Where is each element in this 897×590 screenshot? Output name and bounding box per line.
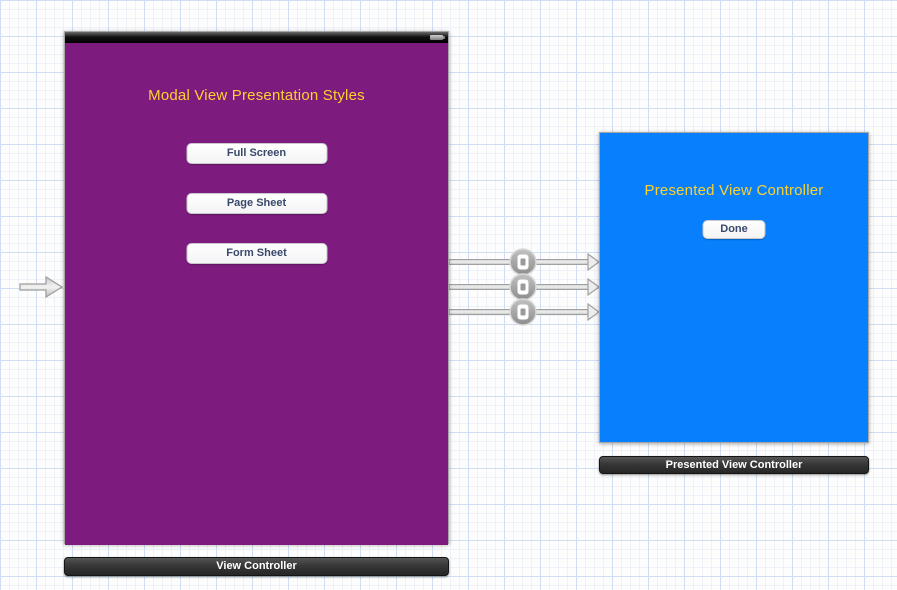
presented-scene-title-label[interactable]: Presented View Controller <box>644 182 824 199</box>
modal-segue-icon[interactable] <box>509 298 537 326</box>
presented-view-controller-dock-label[interactable]: Presented View Controller <box>599 456 869 474</box>
segue-modal-page-sheet[interactable] <box>448 273 601 301</box>
view-controller-dock-label[interactable]: View Controller <box>64 557 449 576</box>
modal-segue-icon[interactable] <box>509 248 537 276</box>
page-sheet-button[interactable]: Page Sheet <box>186 193 327 214</box>
scene-title-label[interactable]: Modal View Presentation Styles <box>148 87 365 104</box>
form-sheet-button[interactable]: Form Sheet <box>186 243 327 264</box>
full-screen-button[interactable]: Full Screen <box>186 143 327 164</box>
view-controller-root-view[interactable]: Modal View Presentation Styles Full Scre… <box>65 43 448 545</box>
view-controller-scene[interactable]: Modal View Presentation Styles Full Scre… <box>64 31 449 545</box>
segue-modal-full-screen[interactable] <box>448 248 601 276</box>
status-bar <box>65 32 448 43</box>
presented-view-controller-scene[interactable]: Presented View Controller Done <box>599 132 869 443</box>
done-button[interactable]: Done <box>702 220 766 239</box>
battery-icon <box>430 35 445 40</box>
presented-view-controller-root-view[interactable]: Presented View Controller Done <box>600 133 868 442</box>
initial-view-controller-arrow-icon[interactable] <box>19 275 64 299</box>
modal-segue-icon[interactable] <box>509 273 537 301</box>
segue-modal-form-sheet[interactable] <box>448 298 601 326</box>
